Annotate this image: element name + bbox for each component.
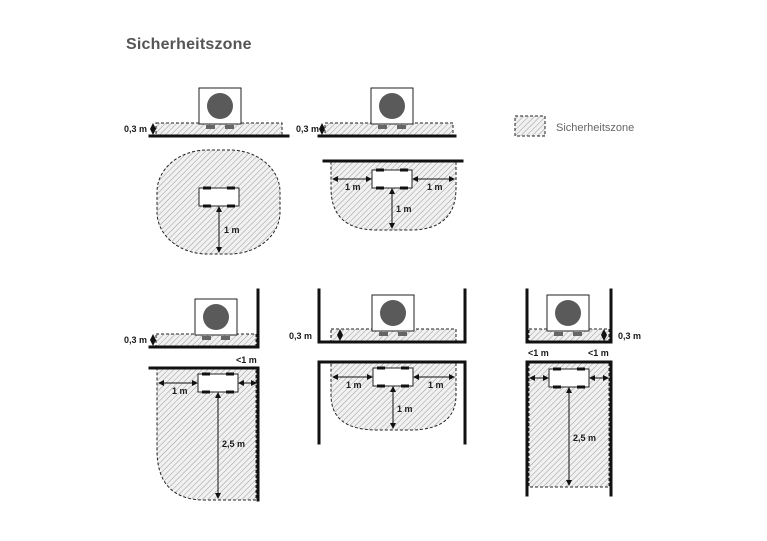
unit-plan — [196, 372, 240, 394]
unit-plan — [371, 366, 415, 388]
height-label: 0,3 m — [124, 124, 147, 134]
front-label: 1 m — [224, 225, 240, 235]
front-label: 2,5 m — [222, 439, 245, 449]
page-title: Sicherheitszone — [126, 36, 252, 53]
outdoor-unit — [546, 294, 590, 337]
diagram-wall: 0,3 m 1 m 1 m 1 m — [296, 87, 464, 231]
right-gap-label: <1 m — [588, 348, 609, 358]
plan-zone — [156, 368, 257, 501]
front-label: 1 m — [397, 404, 413, 414]
diagram-recess-wide: 0,3 m 1 m 1 m 1 m — [289, 288, 467, 445]
right-label: 1 m — [428, 380, 444, 390]
left-label: 1 m — [172, 386, 188, 396]
unit-plan — [370, 168, 414, 190]
front-label: 1 m — [396, 204, 412, 214]
diagram-corner: 0,3 m <1 m 1 m 2,5 m — [124, 288, 260, 502]
height-zone — [155, 122, 283, 136]
legend: Sicherheitszone — [514, 115, 634, 137]
outdoor-unit — [370, 87, 414, 130]
height-zone — [324, 122, 454, 136]
unit-plan — [197, 186, 241, 208]
height-label: 0,3 m — [296, 124, 319, 134]
legend-swatch — [514, 115, 546, 137]
outdoor-unit — [371, 294, 415, 337]
left-label: 1 m — [346, 380, 362, 390]
right-label: 1 m — [427, 182, 443, 192]
outdoor-unit — [198, 87, 242, 130]
outdoor-unit — [194, 298, 238, 341]
front-label: 2,5 m — [573, 433, 596, 443]
height-label: 0,3 m — [618, 331, 641, 341]
legend-label: Sicherheitszone — [556, 122, 634, 134]
side-gap-label: <1 m — [236, 355, 257, 365]
left-label: 1 m — [345, 182, 361, 192]
height-label: 0,3 m — [289, 331, 312, 341]
left-gap-label: <1 m — [528, 348, 549, 358]
diagram-recess-narrow: 0,3 m <1 m <1 m 2,5 m — [525, 288, 641, 497]
unit-plan — [547, 367, 591, 389]
height-label: 0,3 m — [124, 335, 147, 345]
diagram-free-standing: 0,3 m 1 m — [124, 87, 290, 255]
